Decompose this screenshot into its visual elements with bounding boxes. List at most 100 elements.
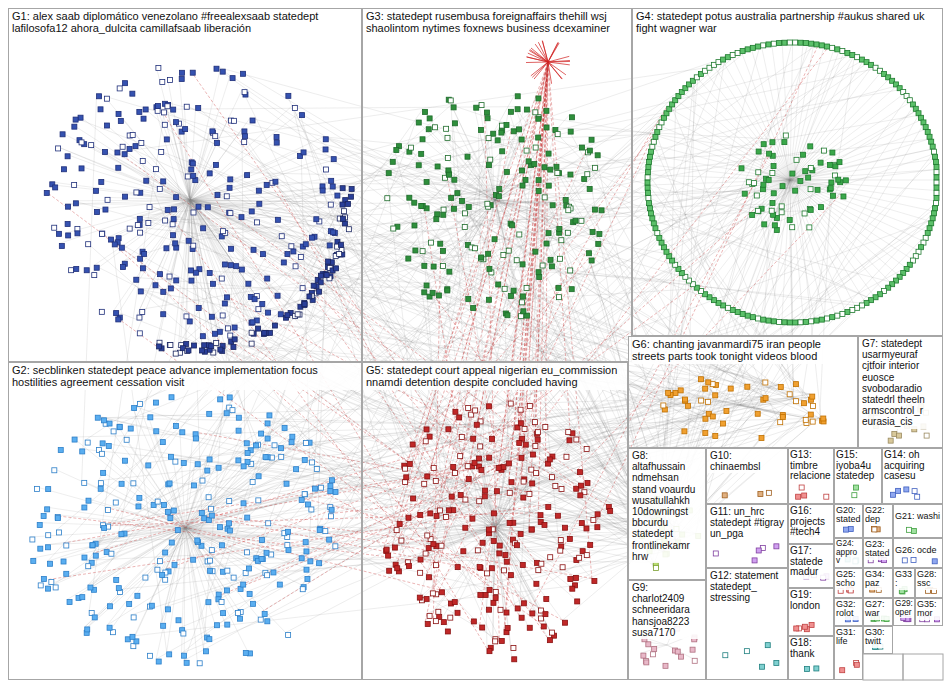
vertex-square [105,197,110,202]
vertex-square [98,107,103,112]
vertex-square [499,130,504,135]
vertex-square [241,71,246,76]
vertex-square [517,232,522,237]
network-link [446,153,770,168]
vertex-square [479,103,484,108]
vertex-square [828,186,833,191]
vertex-square [186,238,191,243]
vertex-square [750,212,755,217]
vertex-square [830,193,835,198]
vertex-square [385,196,390,201]
vertex-square [257,201,262,206]
network-link [55,516,433,563]
vertex-square [645,175,650,180]
vertex-square [761,182,766,187]
vertex-square [657,235,662,240]
network-link [790,180,916,249]
vertex-square [323,147,328,152]
network-link [98,481,185,528]
network-link [820,193,831,418]
vertex-square [252,297,257,302]
vertex-square [239,267,244,272]
vertex-square [170,222,175,227]
network-link [790,180,933,201]
vertex-square [649,149,654,154]
vertex-square [803,169,808,174]
vertex-square [756,149,761,154]
vertex-square [582,177,587,182]
vertex-square [925,231,930,236]
vertex-square [133,144,138,149]
vertex-square [777,319,782,324]
vertex-square [818,160,823,165]
vertex-square [524,107,529,112]
vertex-square [256,326,261,331]
vertex-square [653,226,658,231]
vertex-square [755,208,760,213]
vertex-square [349,186,354,191]
vertex-square [756,209,761,214]
vertex-square [342,209,347,214]
vertex-square [466,296,471,301]
vertex-square [346,227,351,232]
vertex-square [122,152,127,157]
vertex-square [116,165,121,170]
vertex-square [103,150,108,155]
vertex-square [134,277,139,282]
network-link [182,490,582,653]
vertex-square [452,121,457,126]
network-link [463,62,548,497]
vertex-square [84,268,89,273]
network-link [185,507,329,528]
vertex-square [519,137,524,142]
vertex-square [134,190,139,195]
vertex-square [79,166,84,171]
network-link [403,134,653,466]
vertex-square [843,178,848,183]
network-link [107,528,185,625]
vertex-square [647,154,652,159]
vertex-square [923,235,928,240]
vertex-square [285,313,290,318]
network-link [185,528,304,549]
vertex-square [135,223,140,228]
vertex-square [750,315,755,320]
network-link [309,421,804,507]
vertex-square [266,310,271,315]
vertex-square [597,232,602,237]
network-link [156,528,185,659]
vertex-square [446,172,451,177]
vertex-square [790,171,795,176]
vertex-square [486,163,491,168]
vertex-square [548,167,553,172]
vertex-square [554,164,559,169]
vertex-square [140,310,145,315]
vertex-square [462,211,467,216]
vertex-square [340,216,345,221]
network-link [495,528,535,560]
vertex-square [174,278,179,283]
vertex-square [99,179,104,184]
vertex-square [157,344,162,349]
network-link [185,528,264,550]
vertex-square [486,136,491,141]
vertex-square [779,204,784,209]
vertex-square [245,173,250,178]
network-link [49,505,546,580]
network-link [165,397,808,607]
network-link [565,60,864,231]
vertex-square [934,180,939,185]
vertex-square [451,105,456,110]
vertex-square [213,134,218,139]
vertex-square [161,289,166,294]
vertex-square [448,98,453,103]
vertex-square [459,198,464,203]
vertex-square [105,123,110,128]
vertex-square [646,165,651,170]
vertex-square [303,242,308,247]
network-link [185,408,230,528]
vertex-square [479,255,484,260]
vertex-square [340,186,345,191]
network-link [179,77,190,200]
vertex-square [413,248,418,253]
